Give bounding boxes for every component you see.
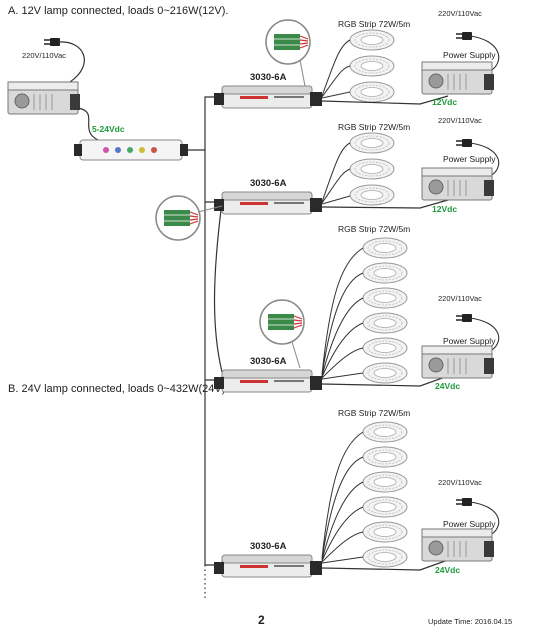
dc-cable bbox=[77, 107, 99, 141]
strip-label-4: RGB Strip 72W/5m bbox=[338, 408, 410, 418]
mains-label-3: 220V/110Vac bbox=[438, 294, 482, 303]
plug-icon bbox=[455, 138, 473, 148]
plug-icon bbox=[43, 37, 61, 47]
terminal-zoom-icon bbox=[265, 19, 311, 65]
mains-label-2: 220V/110Vac bbox=[438, 116, 482, 125]
terminal-zoom-icon bbox=[155, 195, 201, 241]
power-supply-icon bbox=[421, 61, 495, 95]
mains-label-4: 220V/110Vac bbox=[438, 478, 482, 487]
output-voltage-2: 12Vdc bbox=[432, 204, 457, 214]
power-supply-icon bbox=[7, 81, 81, 115]
terminal-zoom-icon bbox=[259, 299, 305, 345]
update-time: Update Time: 2016.04.15 bbox=[428, 617, 512, 626]
output-voltage-3: 24Vdc bbox=[435, 381, 460, 391]
led-strip-reel-icon bbox=[349, 132, 395, 206]
power-supply-label-3: Power Supply bbox=[443, 336, 496, 346]
amplifier-icon bbox=[213, 85, 323, 109]
output-voltage-4: 24Vdc bbox=[435, 565, 460, 575]
amplifier-model-2: 3030-6A bbox=[250, 178, 287, 189]
power-supply-label-2: Power Supply bbox=[443, 154, 496, 164]
output-voltage-1: 12Vdc bbox=[432, 97, 457, 107]
power-supply-label-1: Power Supply bbox=[443, 50, 496, 60]
amplifier-model-4: 3030-6A bbox=[250, 541, 287, 552]
plug-icon bbox=[455, 31, 473, 41]
plug-icon bbox=[455, 313, 473, 323]
mains-cable bbox=[57, 41, 85, 83]
power-supply-icon bbox=[421, 528, 495, 562]
strip-label-3: RGB Strip 72W/5m bbox=[338, 224, 410, 234]
controller-icon bbox=[74, 139, 188, 161]
amplifier-model-1: 3030-6A bbox=[250, 72, 287, 83]
mains-label-1: 220V/110Vac bbox=[438, 9, 482, 18]
strip-label-2: RGB Strip 72W/5m bbox=[338, 122, 410, 132]
power-supply-label-4: Power Supply bbox=[443, 519, 496, 529]
amplifier-model-3: 3030-6A bbox=[250, 356, 287, 367]
heading-a: A. 12V lamp connected, loads 0~216W(12V)… bbox=[8, 5, 228, 17]
amplifier-icon bbox=[213, 554, 323, 578]
power-supply-icon bbox=[421, 167, 495, 201]
amplifier-icon bbox=[213, 191, 323, 215]
amplifier-icon bbox=[213, 369, 323, 393]
mains-label-source: 220V/110Vac bbox=[22, 51, 66, 60]
heading-b: B. 24V lamp connected, loads 0~432W(24V)… bbox=[8, 383, 228, 395]
led-strip-reel-icon bbox=[362, 237, 408, 384]
led-strip-reel-icon bbox=[362, 421, 408, 568]
page-number: 2 bbox=[258, 613, 265, 627]
strip-label-1: RGB Strip 72W/5m bbox=[338, 19, 410, 29]
led-strip-reel-icon bbox=[349, 29, 395, 103]
plug-icon bbox=[455, 497, 473, 507]
bus-wire bbox=[188, 96, 222, 151]
power-supply-icon bbox=[421, 345, 495, 379]
input-voltage-label: 5-24Vdc bbox=[92, 124, 125, 134]
